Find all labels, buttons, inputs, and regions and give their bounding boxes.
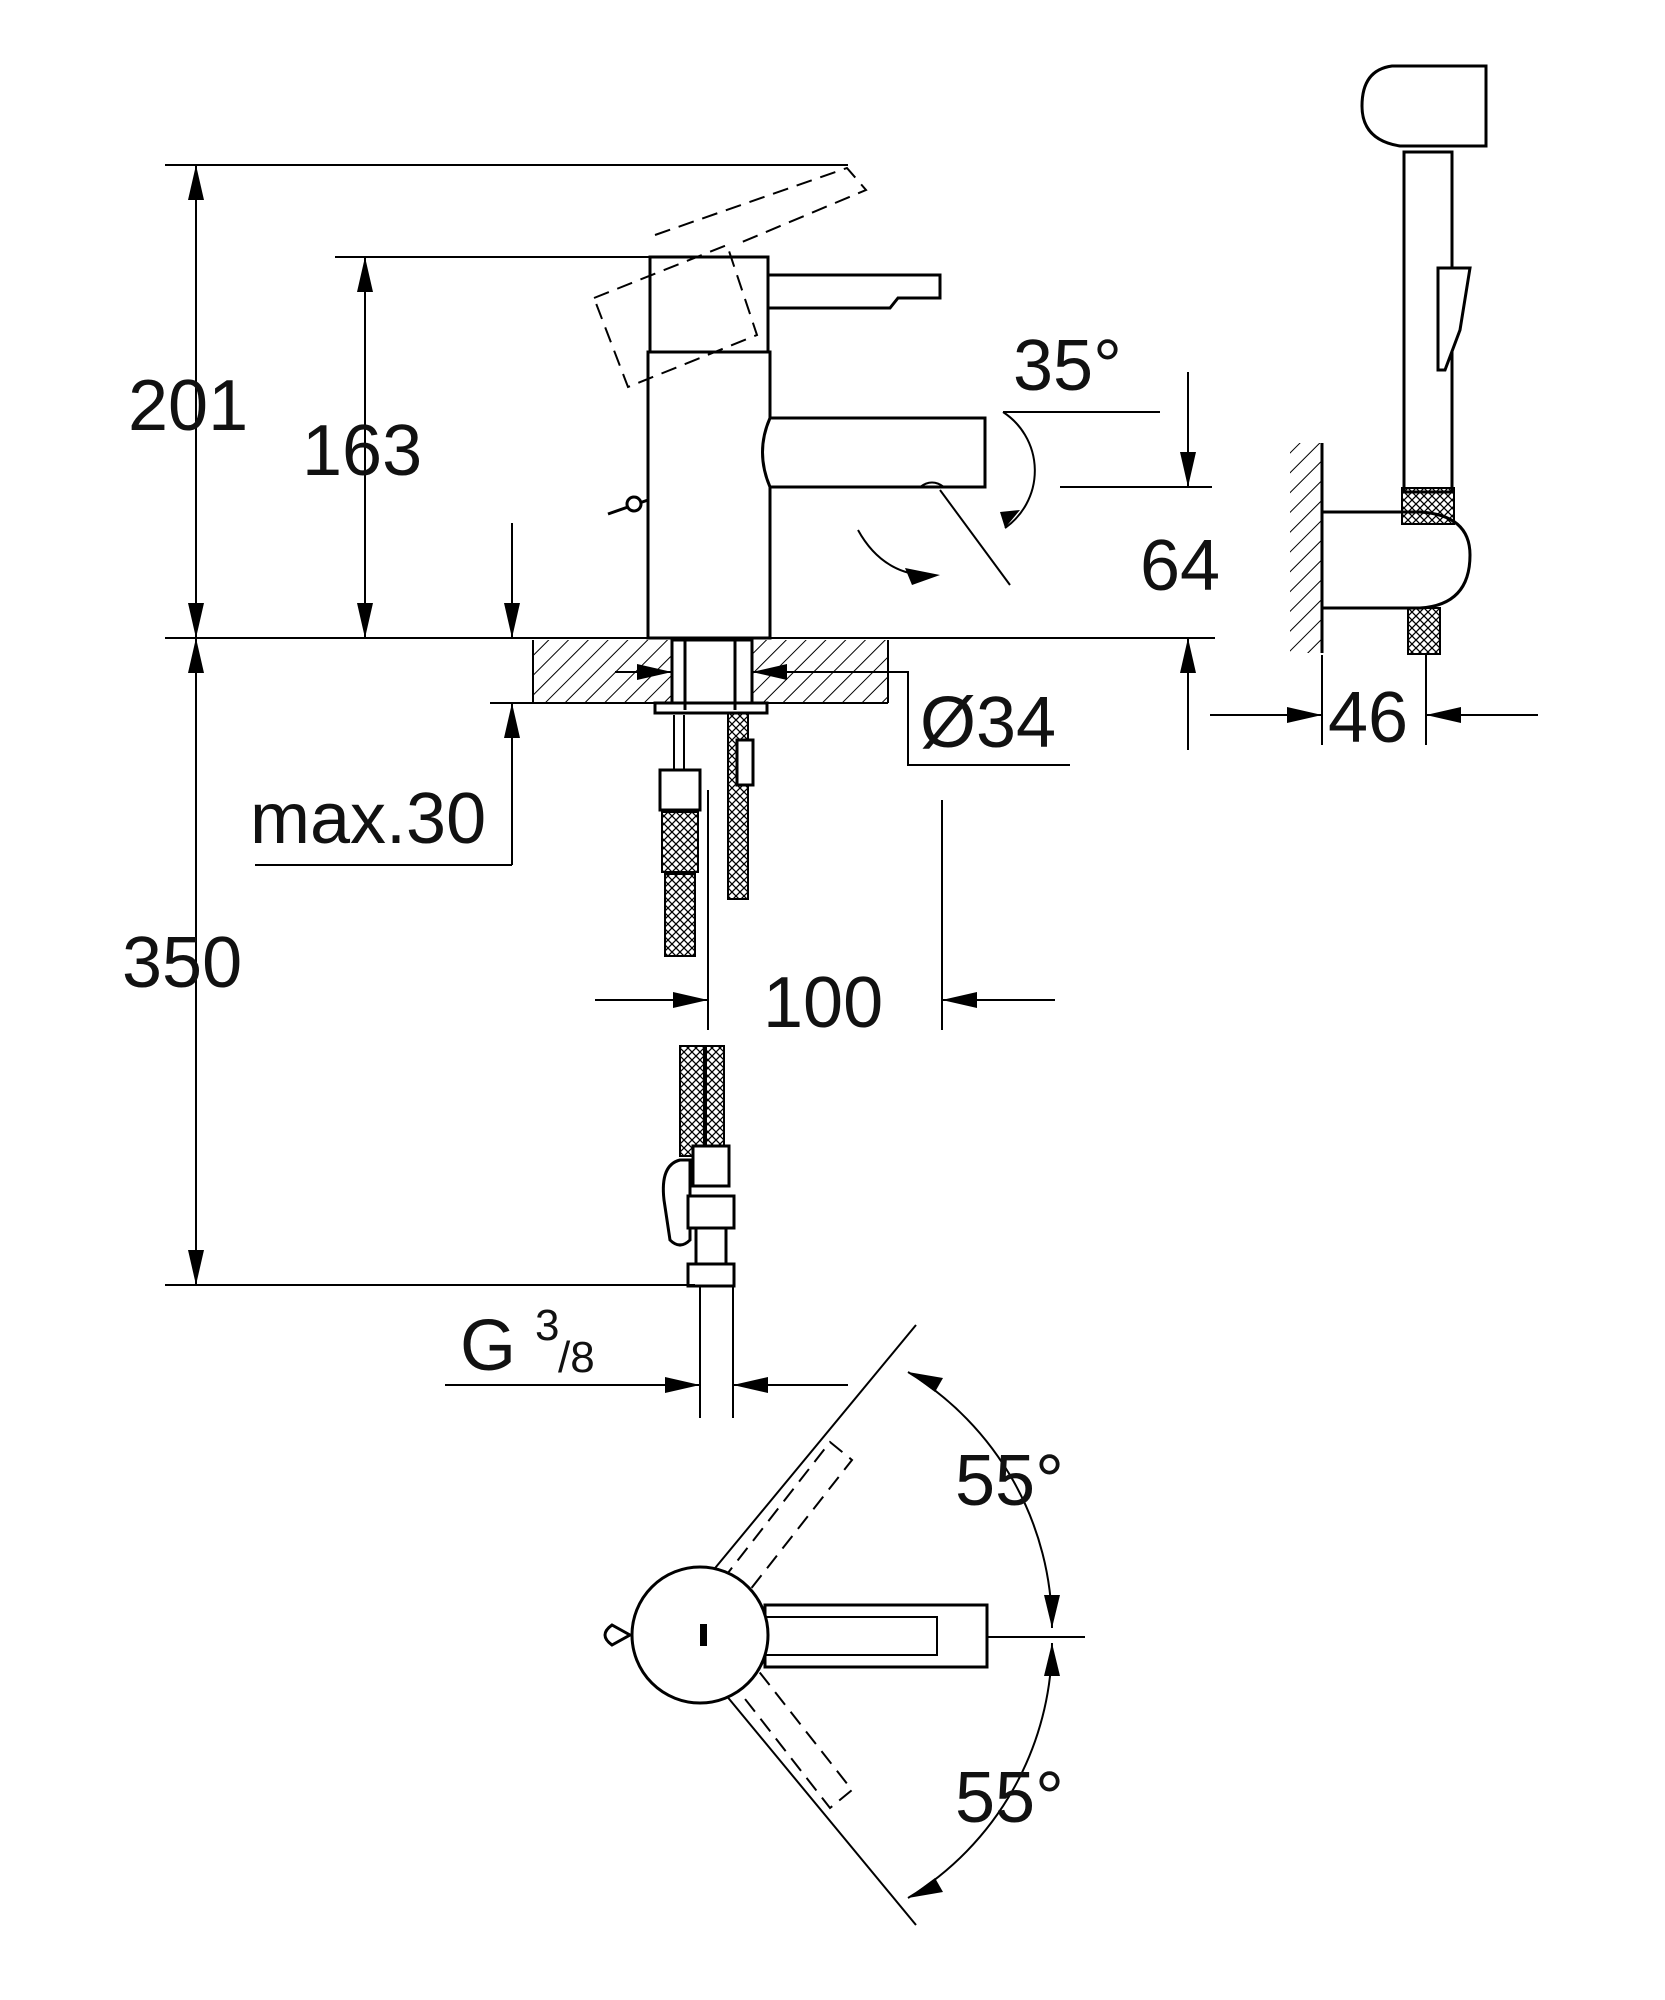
dim-100: 100	[763, 963, 883, 1043]
dim-64: 64	[1140, 526, 1220, 606]
dim-angle-55-bottom: 55°	[955, 1758, 1064, 1838]
dim-thread-g: G	[460, 1306, 516, 1386]
mixer-top-view	[603, 1324, 1085, 1926]
dim-max-30: max.30	[250, 779, 486, 859]
dim-angle-55-top: 55°	[955, 1441, 1064, 1521]
hand-shower-side-view	[1290, 64, 1488, 655]
dim-201: 201	[128, 366, 248, 446]
dim-350: 350	[122, 923, 242, 1003]
dim-angle-35: 35°	[1013, 326, 1122, 406]
mixer-side-view	[165, 166, 1215, 1418]
dim-163: 163	[302, 411, 422, 491]
dim-thread-numerator: 3	[535, 1301, 559, 1350]
dim-diameter-34: Ø34	[920, 683, 1056, 763]
dim-46: 46	[1328, 678, 1408, 758]
dimension-lines	[165, 164, 1538, 1898]
dim-thread-denominator: /8	[558, 1333, 595, 1382]
